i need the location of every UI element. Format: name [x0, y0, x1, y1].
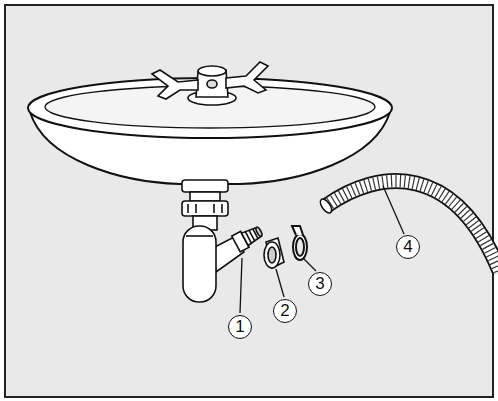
siphon-trap [182, 180, 265, 302]
callout-number: 1 [228, 315, 252, 339]
faucet [152, 62, 268, 105]
hose-clip [292, 226, 307, 260]
drain-hose [318, 181, 498, 272]
leader-lines [240, 186, 404, 313]
basin-rim [28, 78, 392, 138]
callout-number: 4 [396, 235, 420, 259]
callout-number: 2 [273, 299, 297, 323]
callout-number: 3 [308, 272, 332, 296]
frame [5, 5, 493, 397]
union-nut [264, 238, 284, 268]
